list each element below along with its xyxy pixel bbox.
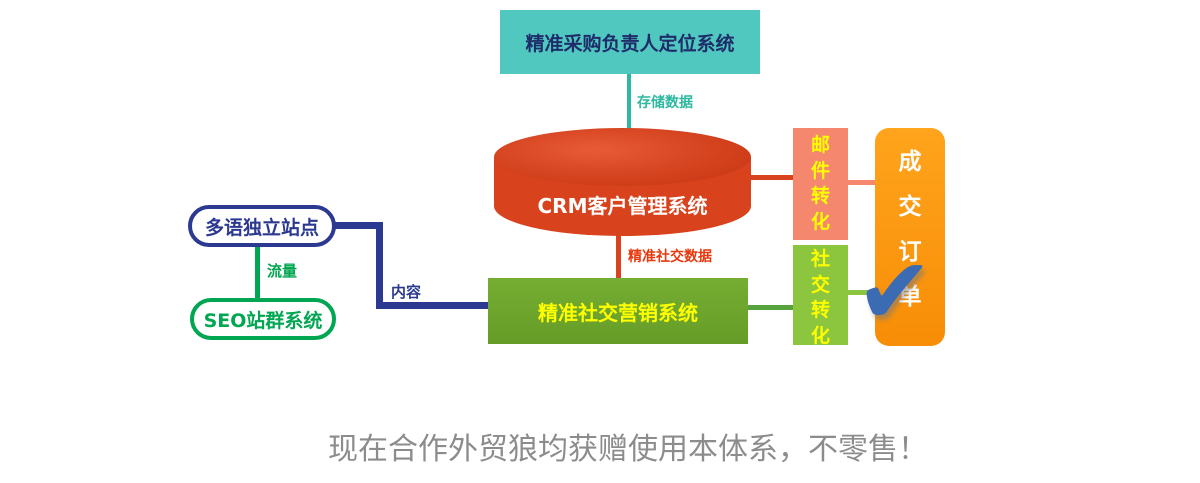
connector-social-to-conv bbox=[748, 305, 793, 310]
node-multilang-site: 多语独立站点 bbox=[188, 205, 336, 247]
crm-label: CRM客户管理系统 bbox=[537, 194, 708, 218]
connector-conv-to-order bbox=[848, 290, 875, 295]
node-multilang-site-label: 多语独立站点 bbox=[204, 216, 319, 239]
node-email-conversion-label: 邮件转化 bbox=[810, 134, 830, 233]
crm-database-cylinder: CRM客户管理系统 bbox=[494, 128, 751, 236]
node-seo-system: SEO站群系统 bbox=[190, 298, 336, 340]
connector-content-segment-2 bbox=[376, 222, 383, 309]
social-data-label: 精准社交数据 bbox=[628, 249, 712, 265]
node-seo-system-label: SEO站群系统 bbox=[203, 309, 323, 332]
node-procurement-locator-label: 精准采购负责人定位系统 bbox=[525, 32, 735, 55]
checkmark-icon: ✔ bbox=[856, 238, 934, 345]
node-procurement-locator: 精准采购负责人定位系统 bbox=[500, 10, 760, 74]
connector-content-segment-3 bbox=[376, 302, 490, 309]
connector-content-segment-1 bbox=[334, 222, 383, 229]
node-social-marketing: 精准社交营销系统 bbox=[488, 278, 748, 344]
node-deal-order: 成交订单 bbox=[875, 128, 945, 346]
connector-email-to-order bbox=[848, 180, 875, 185]
connector-traffic bbox=[255, 246, 260, 299]
node-deal-order-label: 成交订单 bbox=[898, 149, 922, 310]
connector-crm-to-social bbox=[616, 234, 621, 279]
node-social-marketing-label: 精准社交营销系统 bbox=[538, 300, 698, 325]
content-label: 内容 bbox=[391, 283, 422, 301]
node-social-conversion-label: 社交转化 bbox=[810, 248, 830, 347]
cylinder-top-ellipse bbox=[494, 128, 751, 186]
traffic-label: 流量 bbox=[267, 262, 298, 280]
store-data-label: 存储数据 bbox=[637, 95, 693, 111]
footer-caption: 现在合作外贸狼均获赠使用本体系，不零售！ bbox=[328, 432, 928, 467]
node-email-conversion: 邮件转化 bbox=[793, 128, 848, 240]
connector-store-data bbox=[627, 74, 631, 132]
connector-crm-to-email bbox=[748, 175, 794, 180]
node-social-conversion: 社交转化 bbox=[793, 245, 848, 347]
